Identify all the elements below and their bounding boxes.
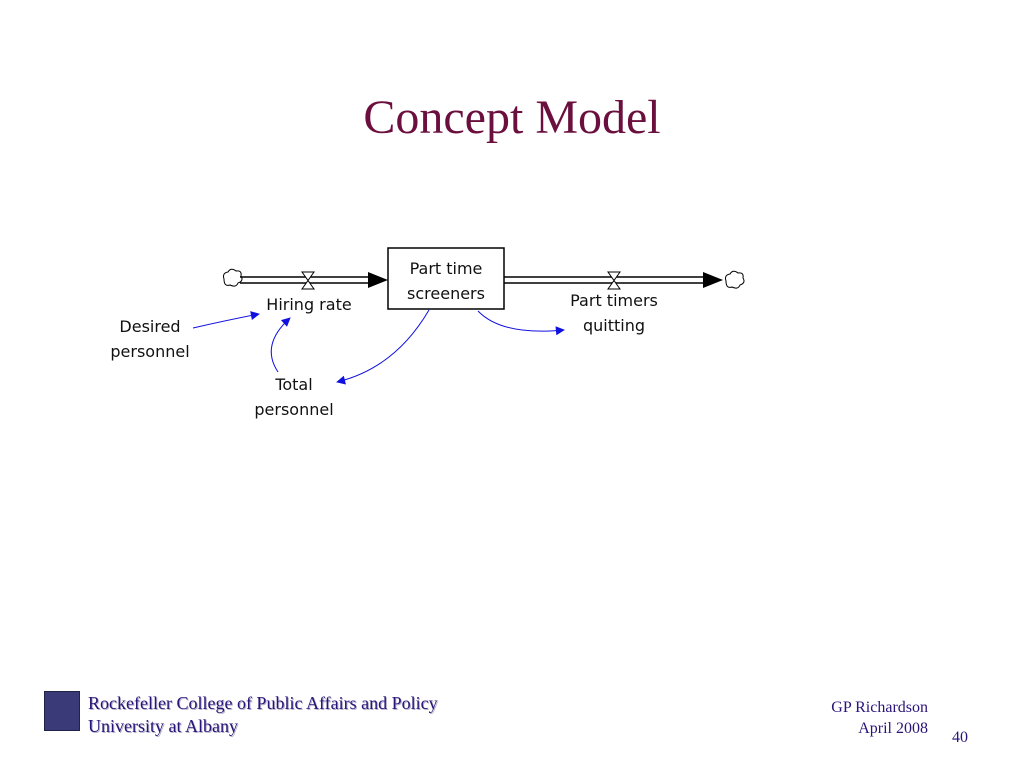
page-number: 40 <box>952 729 968 746</box>
desired-personnel-line2: personnel <box>110 342 189 361</box>
footer-org-line1: Rockefeller College of Public Affairs an… <box>88 693 438 713</box>
total-personnel-line1: Total <box>274 375 312 394</box>
outflow-valve-icon <box>607 271 621 290</box>
footer-org-line2: University at Albany <box>88 716 238 736</box>
inflow-valve-icon <box>301 271 315 290</box>
college-logo <box>44 691 80 731</box>
inflow-arrowhead-icon <box>368 272 388 288</box>
link-stock-to-total <box>336 309 430 385</box>
link-total-to-hiring <box>270 317 291 373</box>
sink-cloud-icon <box>725 270 745 289</box>
footer-author-block: GP Richardson April 2008 <box>831 697 928 739</box>
source-cloud-icon <box>223 268 243 287</box>
desired-personnel-line1: Desired <box>119 317 180 336</box>
footer-author: GP Richardson <box>831 699 928 716</box>
footer-organization: Rockefeller College of Public Affairs an… <box>88 692 438 738</box>
outflow-arrowhead-icon <box>703 272 723 288</box>
total-personnel-line2: personnel <box>254 400 333 419</box>
link-desired-to-hiring <box>192 311 260 329</box>
quitting-label-line2: quitting <box>583 316 645 335</box>
stock-label-line2: screeners <box>407 284 485 303</box>
footer-date: April 2008 <box>858 720 928 737</box>
quitting-label-line1: Part timers <box>570 291 658 310</box>
stock-label-line1: Part time <box>410 259 483 278</box>
slide-title: Concept Model <box>363 91 661 144</box>
stock-box <box>387 247 505 310</box>
link-stock-to-quitting <box>477 310 565 336</box>
hiring-rate-label: Hiring rate <box>266 295 351 314</box>
